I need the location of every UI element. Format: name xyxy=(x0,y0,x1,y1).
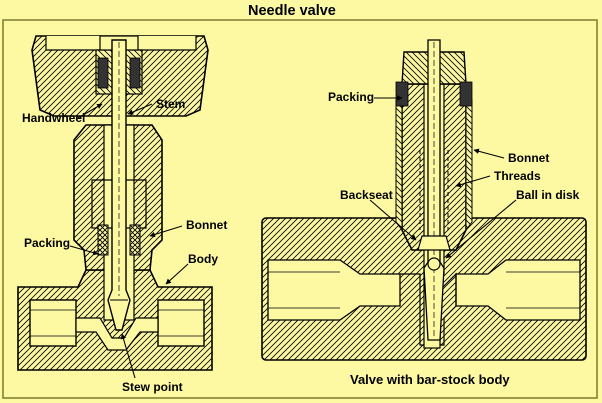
label-stem: Stem xyxy=(156,97,186,111)
right-packing-r xyxy=(459,81,473,107)
label-right-packing: Packing xyxy=(328,90,375,104)
label-left-packing: Packing xyxy=(24,236,71,250)
right-inlet-port xyxy=(267,259,401,321)
caption-bar-stock: Valve with bar-stock body xyxy=(350,372,510,387)
left-outlet-port xyxy=(157,299,205,347)
right-valve xyxy=(261,39,587,361)
left-flow-passage xyxy=(75,317,159,351)
left-packing-l xyxy=(97,224,109,256)
label-stew-point: Stew point xyxy=(122,380,183,394)
label-handwheel: Handwheel xyxy=(22,111,86,125)
diagram-title: Needle valve xyxy=(248,3,336,19)
label-left-bonnet: Bonnet xyxy=(186,218,228,232)
label-backseat: Backseat xyxy=(340,188,393,202)
right-packing-l xyxy=(395,81,409,107)
label-body: Body xyxy=(188,252,218,266)
label-right-bonnet: Bonnet xyxy=(508,151,550,165)
left-packing-r xyxy=(129,224,141,256)
right-ball xyxy=(427,257,441,271)
right-leaders xyxy=(369,95,517,259)
left-leaders xyxy=(69,103,189,379)
frame xyxy=(2,19,598,399)
left-valve xyxy=(17,35,213,371)
left-stem xyxy=(107,39,131,331)
label-threads: Threads xyxy=(494,169,541,183)
left-inlet-port xyxy=(29,299,77,347)
label-ball-in-disk: Ball in disk xyxy=(516,188,580,202)
